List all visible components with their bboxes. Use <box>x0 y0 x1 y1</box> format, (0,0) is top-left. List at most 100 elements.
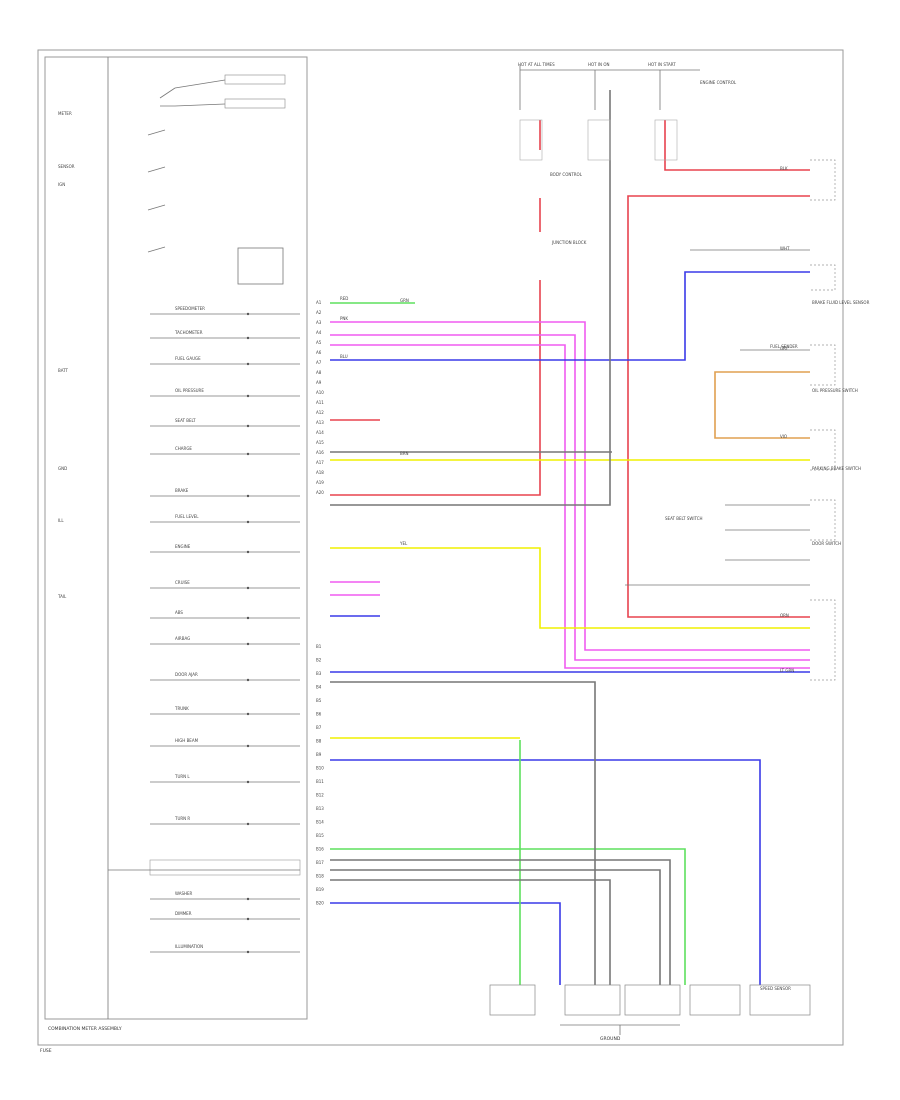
meter-row-node <box>246 822 250 826</box>
meter-row-node <box>246 917 250 921</box>
wire-color-tag: RED <box>340 296 348 301</box>
meter-row-label: TURN L <box>174 774 190 779</box>
wire-color-tag: PNK <box>340 316 348 321</box>
wire-pink-2 <box>330 334 810 661</box>
left-label-4: GND <box>58 466 67 471</box>
component-label: SEAT BELT SWITCH <box>665 516 703 521</box>
wire-gray-2 <box>330 859 671 985</box>
wire-pink-short <box>330 581 380 596</box>
connector-pin: A4 <box>316 330 322 335</box>
connector-pin: A15 <box>316 440 324 445</box>
bottom-switch-1 <box>564 984 621 1016</box>
meter-row-label: CHARGE <box>175 446 192 451</box>
component-label: DOOR SWITCH <box>812 541 841 546</box>
meter-row-label: DOOR AJAR <box>175 672 198 677</box>
outer-frame <box>37 49 844 1046</box>
wire-red-top <box>664 120 810 171</box>
connector-pin: B10 <box>316 766 324 771</box>
bottom-components <box>489 984 811 1035</box>
meter-row-label: ENGINE <box>175 544 191 549</box>
connector-pin: B4 <box>316 685 322 690</box>
component-label: OIL PRESSURE SWITCH <box>812 388 858 393</box>
wires <box>330 90 810 985</box>
meter-row-node <box>246 616 250 620</box>
wire-gray-4 <box>330 879 611 985</box>
left-label-2: IGN <box>58 182 65 187</box>
meter-row-label: HIGH BEAM <box>175 738 199 743</box>
meter-row-node <box>246 950 250 954</box>
meter-row-label: FUEL GAUGE <box>175 356 201 361</box>
meter-row-label: WASHER <box>175 891 193 896</box>
connector-pin: A13 <box>316 420 324 425</box>
wire-gray-5 <box>330 90 611 506</box>
meter-switches <box>147 74 286 285</box>
wire-color-tag: VIO <box>780 434 787 439</box>
connector-pin: A20 <box>316 490 324 495</box>
connector-pin: B14 <box>316 820 324 825</box>
connector-pin: B6 <box>316 712 322 717</box>
component-label: PARKING BRAKE SWITCH <box>812 466 861 471</box>
component-label: HOT IN ON <box>588 62 609 67</box>
left-label-1: SENSOR <box>58 164 75 169</box>
meter-row-label: SPEEDOMETER <box>175 306 205 311</box>
component-label: HOT AT ALL TIMES <box>518 62 555 67</box>
meter-row-node <box>246 362 250 366</box>
connector-pin: A1 <box>316 300 322 305</box>
wire-red-main <box>330 280 541 496</box>
connector-pin: B7 <box>316 725 322 730</box>
meter-row-label: DIMMER <box>175 911 192 916</box>
connector-pin: A8 <box>316 370 322 375</box>
meter-row-node <box>246 520 250 524</box>
meter-row-node <box>246 394 250 398</box>
meter-row-node <box>246 897 250 901</box>
connector-pin: A16 <box>316 450 324 455</box>
component-label: BRAKE FLUID LEVEL SENSOR <box>812 300 870 305</box>
meter-bottom-block <box>108 859 301 876</box>
wire-color-tag: WHT <box>780 246 790 251</box>
connector-pin: A10 <box>316 390 324 395</box>
component-label: ENGINE CONTROL <box>700 80 737 85</box>
connector-pin: A12 <box>316 410 324 415</box>
meter-row-node <box>246 780 250 784</box>
wire-pink-1 <box>330 321 810 651</box>
left-label-5: ILL <box>58 518 64 523</box>
connector-pin: B11 <box>316 779 324 784</box>
meter-row-node <box>246 550 250 554</box>
connector-pin: A11 <box>316 400 324 405</box>
connector-pin: B13 <box>316 806 324 811</box>
meter-assembly-box <box>44 56 308 1020</box>
wire-color-tag: ORN <box>780 613 789 618</box>
connector-pin: B2 <box>316 658 322 663</box>
connector-pin: A9 <box>316 380 322 385</box>
connector-pin: B8 <box>316 739 322 744</box>
connector-pin: A3 <box>316 320 322 325</box>
meter-row-label: FUEL LEVEL <box>175 514 199 519</box>
connector-pin: B1 <box>316 644 322 649</box>
wire-blue-3 <box>330 759 761 985</box>
meter-row-label: ABS <box>175 610 183 615</box>
connector-pin: B18 <box>316 874 324 879</box>
connector-column: A1A2A3A4A5A6A7A8A9A10A11A12A13A14A15A16A… <box>316 300 324 906</box>
wire-green-2 <box>330 848 686 985</box>
connector-pin: A17 <box>316 460 324 465</box>
left-label-3: BATT <box>58 368 69 373</box>
meter-row-node <box>246 712 250 716</box>
meter-row-node <box>246 312 250 316</box>
wire-color-tag: BLK <box>780 166 788 171</box>
connector-pin: A19 <box>316 480 324 485</box>
meter-row-label: ILLUMINATION <box>175 944 203 949</box>
wire-blue-4 <box>330 902 561 985</box>
bottom-sensor-1 <box>489 984 536 1016</box>
meter-row-node <box>246 494 250 498</box>
bottom-sensor-3 <box>749 984 811 1016</box>
connector-pin: A6 <box>316 350 322 355</box>
connector-pin: A7 <box>316 360 322 365</box>
component-label: HOT IN START <box>648 62 676 67</box>
connector-pin: B15 <box>316 833 324 838</box>
wire-orange <box>714 371 810 439</box>
meter-row-node <box>246 586 250 590</box>
meter-row-node <box>246 678 250 682</box>
footer-corner-label: FUSE <box>40 1048 52 1054</box>
meter-row-label: OIL PRESSURE <box>175 388 204 393</box>
